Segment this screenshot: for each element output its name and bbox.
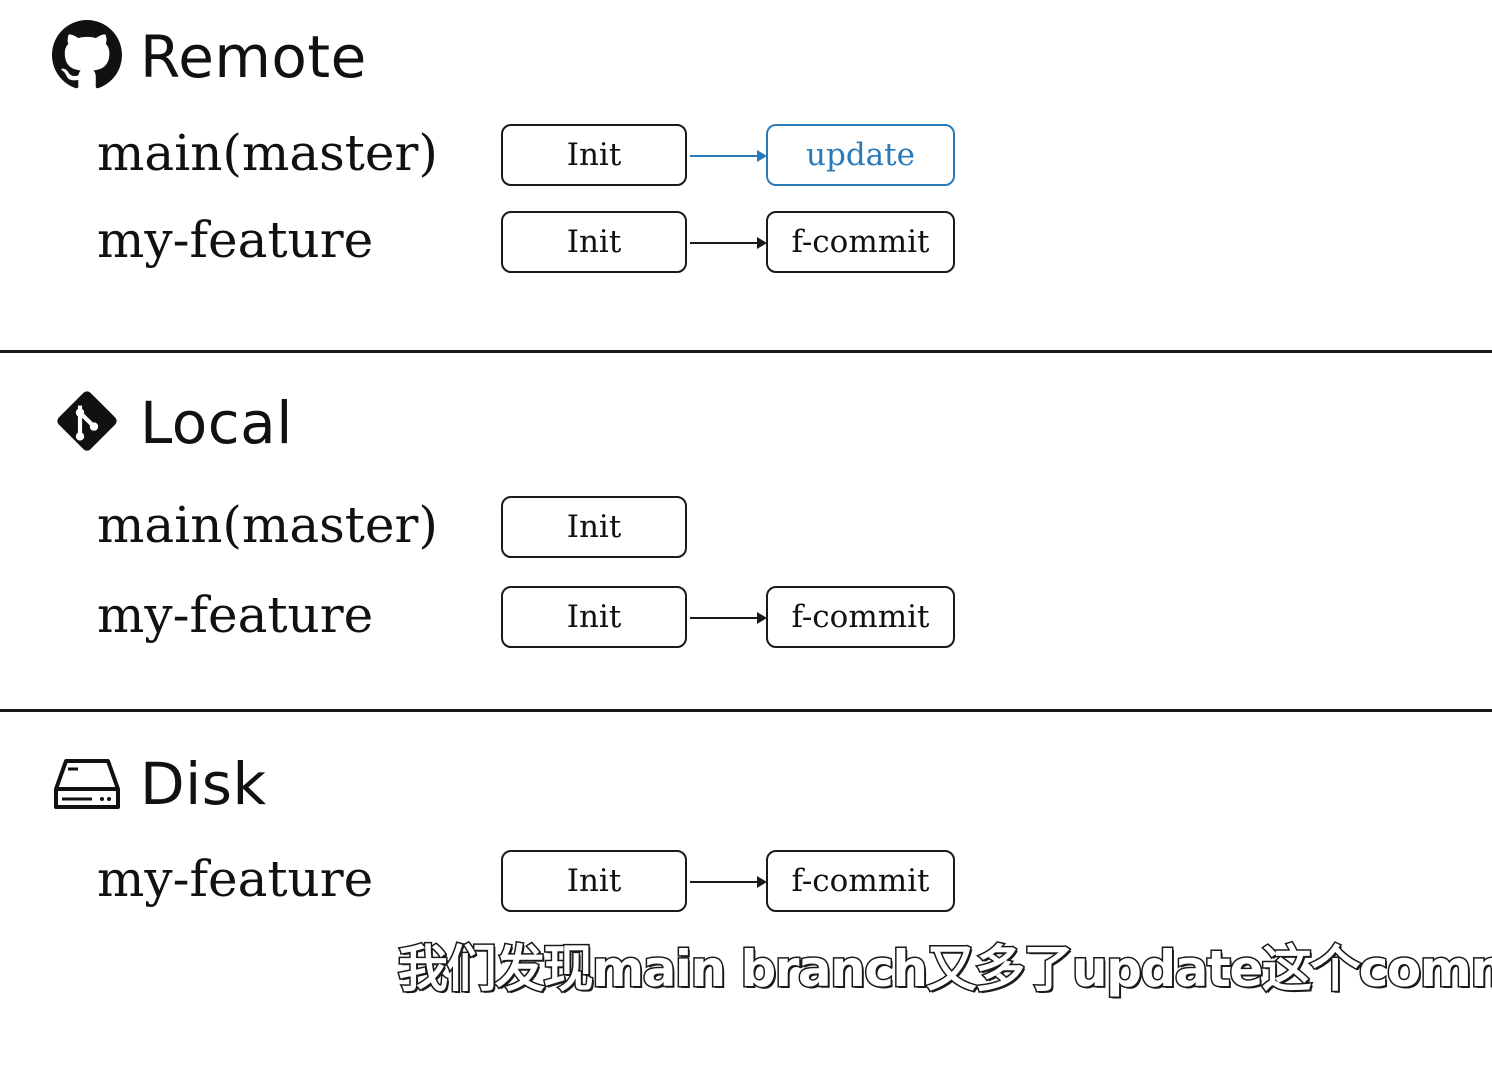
video-caption: 我们发现main branch又多了update这个commit bbox=[397, 940, 1492, 998]
local-feature-arrow bbox=[690, 612, 767, 624]
local-section-title: Local bbox=[140, 389, 293, 457]
disk-feature-arrow bbox=[690, 876, 767, 888]
disk-branch-label-feature: my-feature bbox=[97, 850, 374, 908]
git-icon bbox=[57, 391, 117, 451]
disk-section-title: Disk bbox=[140, 750, 267, 818]
remote-branch-label-main: main(master) bbox=[97, 124, 438, 182]
remote-feature-commit-init: Init bbox=[501, 211, 687, 273]
disk-feature-commit-f-commit: f-commit bbox=[766, 850, 955, 912]
section-divider bbox=[0, 350, 1492, 353]
remote-feature-arrow bbox=[690, 237, 767, 249]
local-main-commit-init: Init bbox=[501, 496, 687, 558]
disk-feature-commit-init: Init bbox=[501, 850, 687, 912]
local-feature-commit-init: Init bbox=[501, 586, 687, 648]
remote-main-commit-init: Init bbox=[501, 124, 687, 186]
remote-section-title: Remote bbox=[140, 23, 367, 91]
local-branch-label-feature: my-feature bbox=[97, 586, 374, 644]
remote-branch-label-feature: my-feature bbox=[97, 211, 374, 269]
remote-feature-commit-f-commit: f-commit bbox=[766, 211, 955, 273]
local-feature-commit-f-commit: f-commit bbox=[766, 586, 955, 648]
hard-drive-icon bbox=[54, 759, 120, 809]
github-icon bbox=[52, 20, 122, 89]
section-divider bbox=[0, 709, 1492, 712]
local-branch-label-main: main(master) bbox=[97, 496, 438, 554]
remote-main-arrow bbox=[690, 150, 767, 162]
remote-main-commit-update: update bbox=[766, 124, 955, 186]
